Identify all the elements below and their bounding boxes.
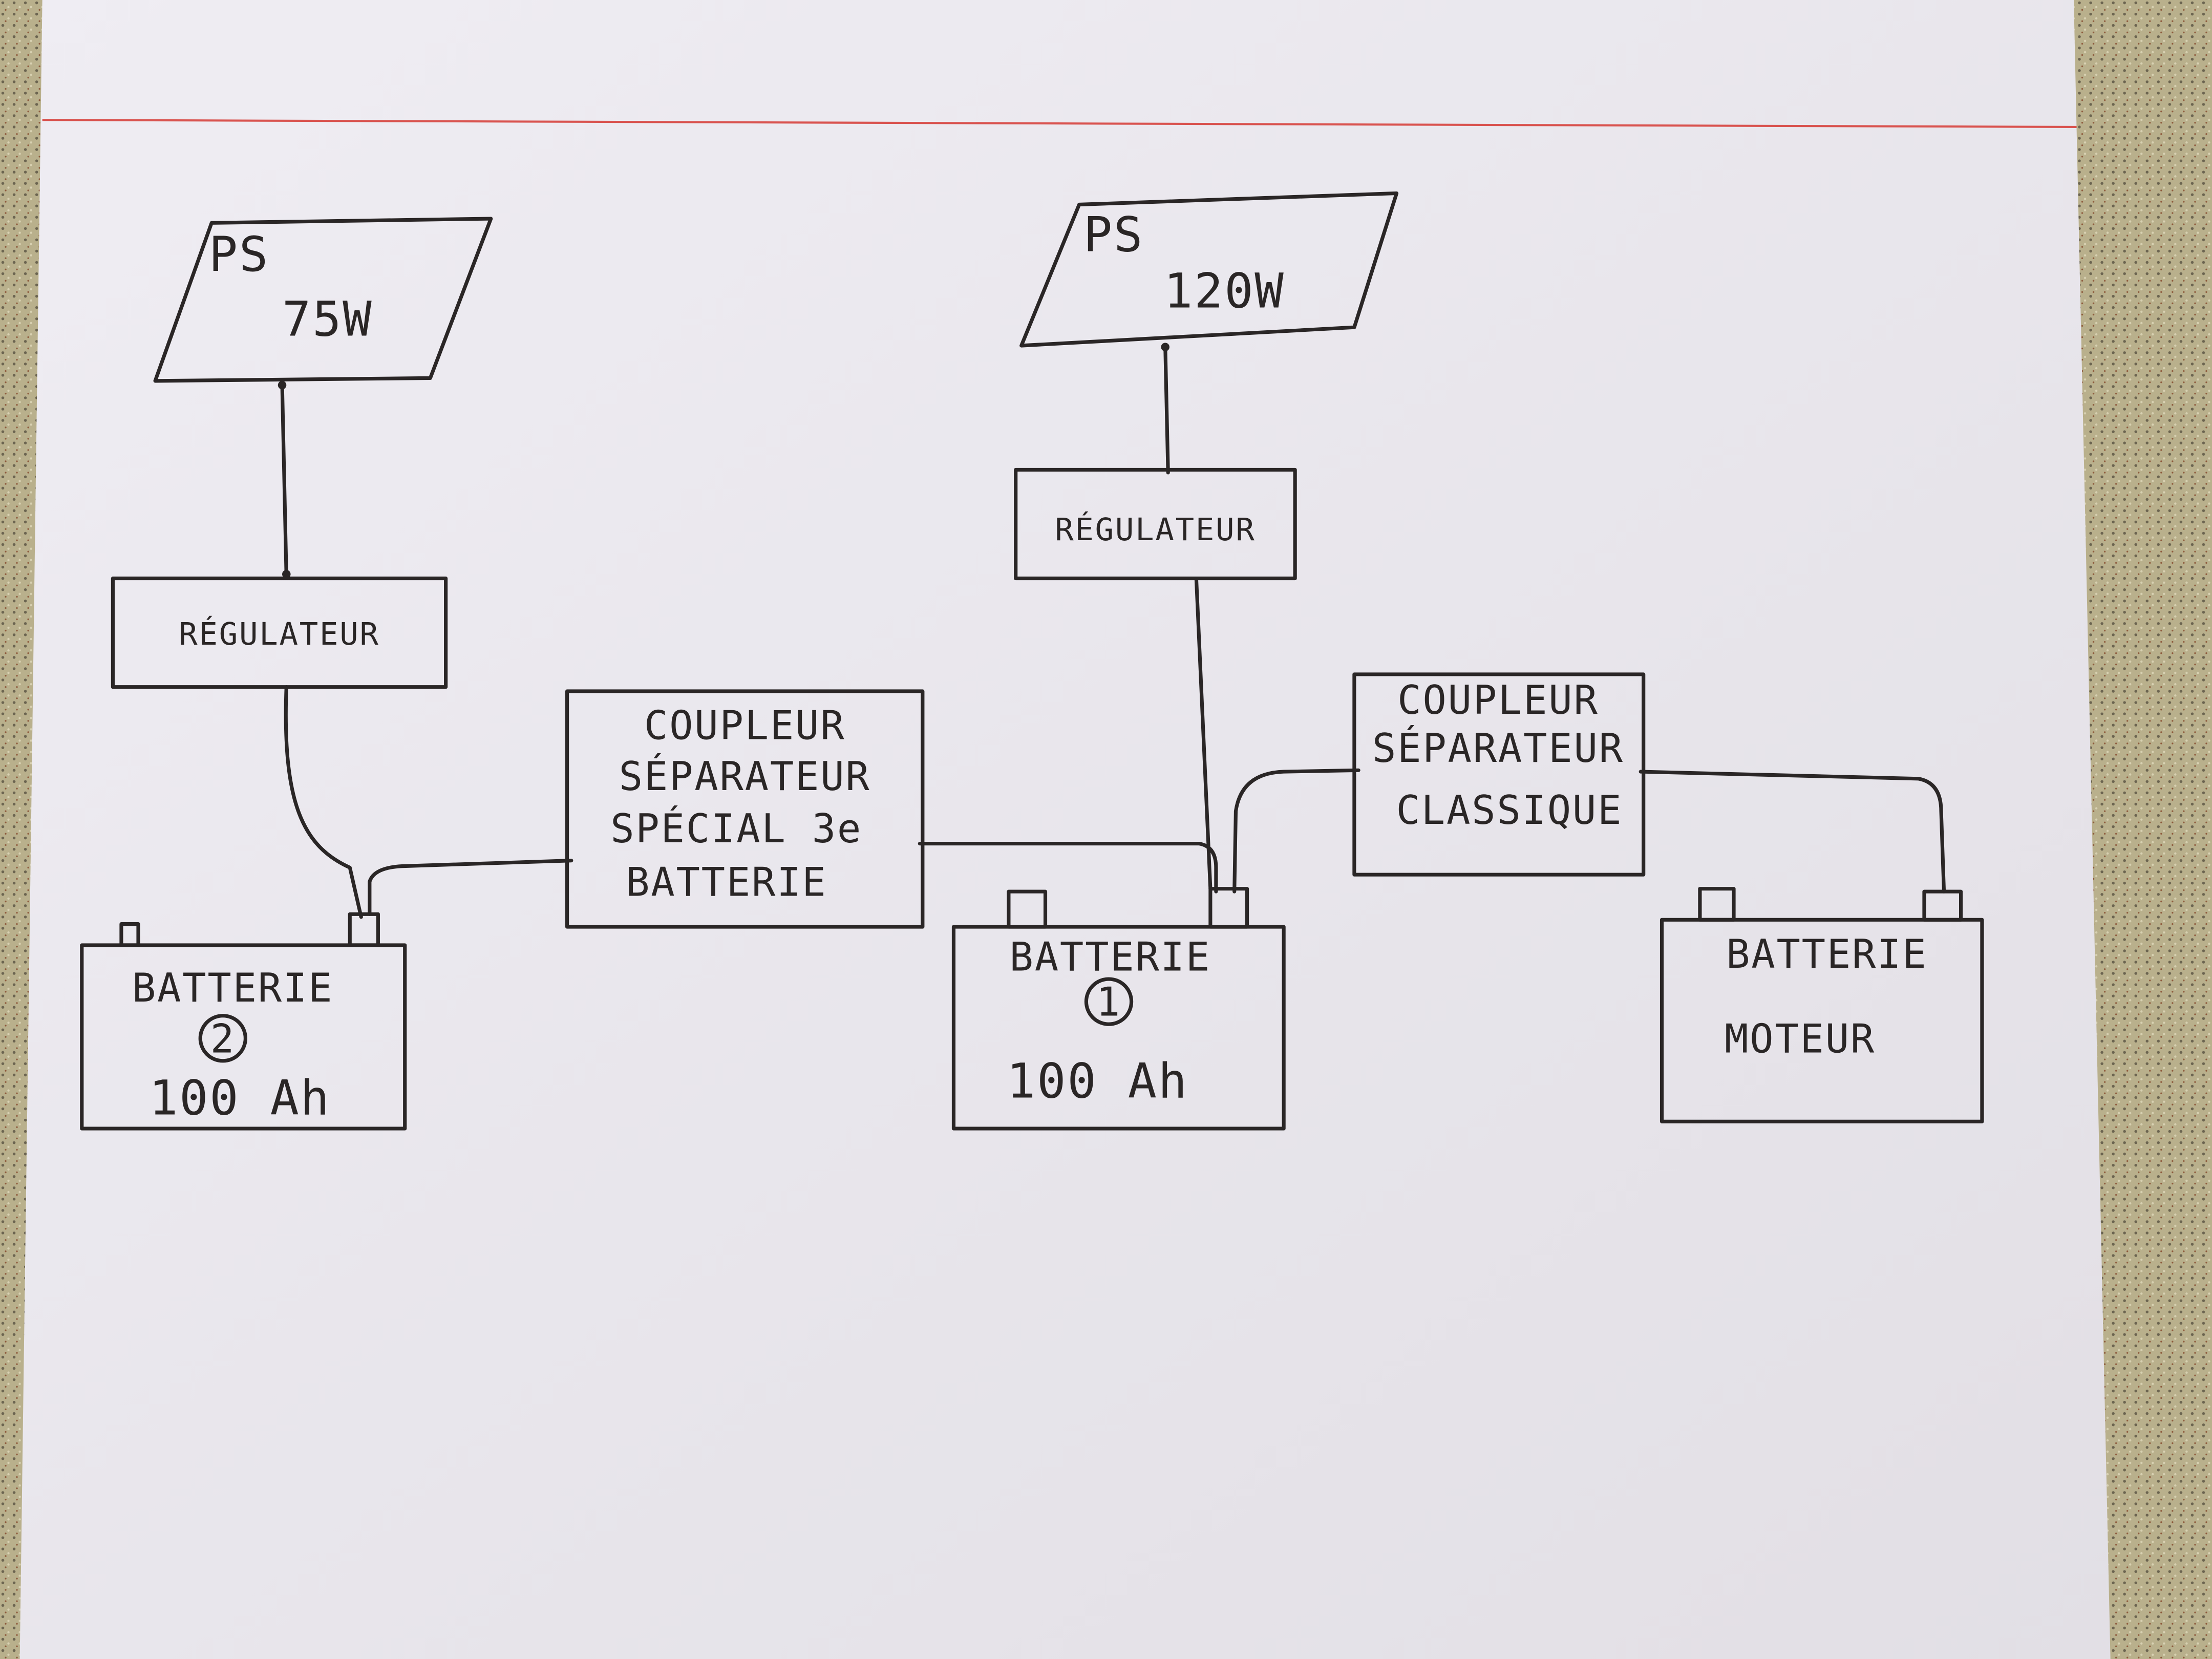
battery-2: BATTERIE 2 100 Ah — [80, 912, 407, 1131]
panel-left-label: PS — [209, 227, 269, 283]
wire-regulator-right-to-battery-1 — [1194, 577, 1213, 891]
battery-2-number: 2 — [210, 1016, 236, 1062]
solar-panel-75w: PS 75W — [153, 217, 493, 383]
panel-right-label: PS — [1083, 207, 1144, 263]
battery-1-number: 1 — [1096, 980, 1121, 1026]
paper-sheet — [19, 0, 2111, 1659]
solar-panel-120w: PS 120W — [1019, 191, 1399, 348]
wire-regulator-left-to-battery-2 — [284, 685, 363, 919]
battery-engine-label: BATTERIE — [1726, 931, 1928, 977]
wire-coupler-classic-to-engine-battery — [1639, 770, 1946, 894]
coupler-classic-line3: CLASSIQUE — [1396, 788, 1623, 834]
battery-2-capacity: 100 Ah — [149, 1071, 331, 1126]
regulator-left: RÉGULATEUR — [111, 577, 448, 689]
battery-2-label: BATTERIE — [132, 965, 334, 1011]
regulator-right: RÉGULATEUR — [1014, 467, 1297, 581]
battery-engine: BATTERIE MOTEUR — [1660, 887, 1984, 1123]
battery-1-label: BATTERIE — [1010, 934, 1211, 981]
panel-left-power: 75W — [282, 292, 373, 348]
coupler-classic-line1: COUPLEUR — [1397, 677, 1599, 724]
wire-battery-1-to-coupler-classic — [1232, 768, 1360, 894]
coupler-separator-classic: COUPLEUR SÉPARATEUR CLASSIQUE — [1352, 672, 1646, 877]
battery-engine-sublabel: MOTEUR — [1725, 1016, 1876, 1062]
battery-1-capacity: 100 Ah — [1007, 1053, 1188, 1109]
regulator-left-label: RÉGULATEUR — [179, 615, 379, 652]
wire-coupler-special-to-battery-1 — [918, 841, 1218, 894]
wire-panel-left-to-regulator — [280, 381, 288, 578]
wire-battery-2-to-coupler-special — [368, 859, 573, 916]
coupler-special-line3: SPÉCIAL 3e — [610, 806, 862, 852]
coupler-classic-line2: SÉPARATEUR — [1372, 726, 1624, 772]
coupler-special-line4: BATTERIE — [626, 859, 827, 905]
coupler-separator-special: COUPLEUR SÉPARATEUR SPÉCIAL 3e BATTERIE — [565, 689, 925, 929]
coupler-special-line1: COUPLEUR — [644, 703, 846, 749]
wire-panel-right-to-regulator — [1163, 344, 1170, 475]
coupler-special-line2: SÉPARATEUR — [619, 754, 871, 800]
regulator-right-label: RÉGULATEUR — [1055, 511, 1256, 548]
battery-1: BATTERIE 1 100 Ah — [951, 887, 1286, 1131]
margin-line — [42, 119, 2077, 129]
panel-right-power: 120W — [1164, 264, 1285, 320]
